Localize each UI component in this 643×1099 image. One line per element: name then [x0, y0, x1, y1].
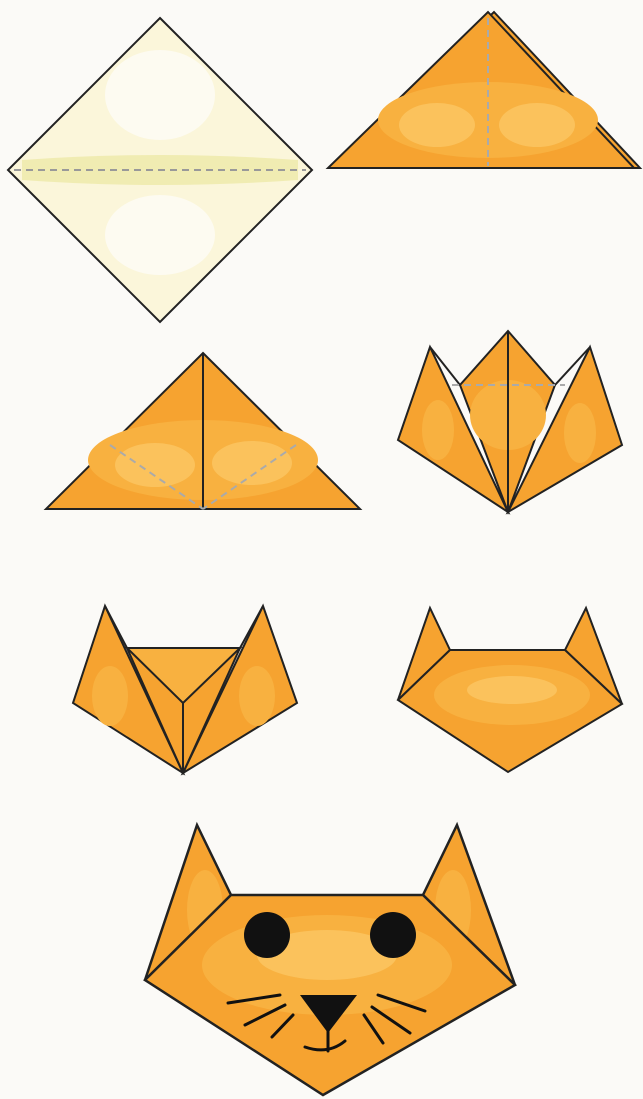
step-4-corners-up: [390, 325, 630, 520]
step-1-diamond: [0, 0, 325, 330]
triangle-highlight-left: [399, 103, 475, 147]
diamond-highlight-bottom: [105, 195, 215, 275]
left-flap-glow: [422, 400, 454, 460]
diamond-highlight-top: [105, 50, 215, 140]
step-3-triangle-diagonals: [40, 345, 365, 520]
step-2-triangle: [322, 0, 643, 180]
step-5-top-folded: [65, 598, 305, 778]
left-ear-glow: [92, 666, 128, 726]
right-eye: [370, 912, 416, 958]
left-eye: [244, 912, 290, 958]
head-highlight: [467, 676, 557, 704]
step-6-head-shape: [390, 600, 630, 780]
right-flap-glow: [564, 403, 596, 463]
step-7-cat-face: [135, 815, 525, 1099]
triangle-glow-left: [115, 443, 195, 487]
triangle-highlight-right: [499, 103, 575, 147]
triangle-glow-right: [212, 441, 292, 485]
right-ear-glow: [239, 666, 275, 726]
